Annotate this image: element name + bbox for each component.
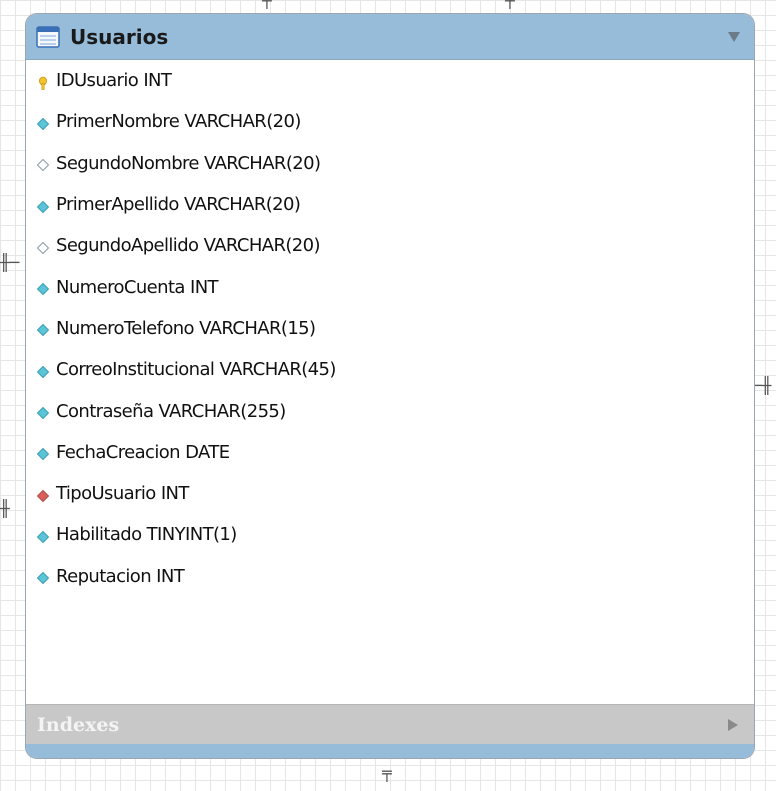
column-notnull-icon: [36, 198, 50, 213]
column-row[interactable]: SegundoNombre VARCHAR(20): [26, 143, 754, 184]
column-type: VARCHAR(20): [203, 235, 321, 257]
column-type: INT: [156, 565, 185, 587]
column-row[interactable]: PrimerNombre VARCHAR(20): [26, 101, 754, 142]
column-name: CorreoInstitucional: [56, 359, 215, 381]
column-name: NumeroCuenta: [56, 276, 185, 298]
column-nullable-icon: [36, 239, 50, 255]
relationship-connector-left-1[interactable]: ╫─: [0, 253, 20, 272]
indexes-section[interactable]: Indexes: [26, 704, 754, 744]
relationship-connector-bottom[interactable]: ╤: [382, 763, 392, 782]
column-type: TINYINT(1): [146, 524, 238, 546]
table-title: Usuarios: [70, 24, 169, 49]
relationship-connector-top-2[interactable]: ╪: [505, 0, 515, 8]
column-row[interactable]: Reputacion INT: [26, 556, 754, 597]
column-notnull-icon: [36, 321, 50, 337]
column-row[interactable]: NumeroCuenta INT: [26, 266, 754, 307]
column-type: VARCHAR(20): [204, 152, 321, 174]
column-name: SegundoApellido: [56, 235, 199, 257]
column-name: NumeroTelefono: [56, 317, 195, 339]
relationship-connector-left-2[interactable]: ╫: [0, 499, 10, 518]
column-name: TipoUsuario: [56, 483, 156, 505]
column-row[interactable]: IDUsuario INT: [26, 60, 754, 101]
column-row[interactable]: SegundoApellido VARCHAR(20): [26, 225, 754, 266]
column-type: VARCHAR(15): [199, 317, 316, 339]
column-type: INT: [189, 276, 219, 298]
column-row[interactable]: PrimerApellido VARCHAR(20): [26, 184, 754, 225]
column-notnull-icon: [36, 404, 50, 420]
column-type: INT: [143, 70, 172, 92]
foreign-key-icon: [36, 487, 50, 502]
table-header[interactable]: Usuarios: [26, 14, 754, 60]
column-row[interactable]: CorreoInstitucional VARCHAR(45): [26, 349, 754, 390]
column-row[interactable]: NumeroTelefono VARCHAR(15): [26, 308, 754, 349]
column-notnull-icon: [36, 363, 50, 378]
indexes-label: Indexes: [37, 713, 120, 736]
column-name: PrimerNombre: [56, 111, 180, 133]
column-type: DATE: [185, 441, 230, 463]
column-name: IDUsuario: [56, 70, 139, 92]
column-type: VARCHAR(255): [158, 400, 287, 422]
table-icon: [36, 25, 60, 48]
relationship-connector-right[interactable]: ─╫: [752, 376, 772, 395]
expand-arrow-icon[interactable]: [726, 717, 740, 733]
column-notnull-icon: [36, 115, 50, 131]
table-footer: [26, 744, 754, 758]
column-name: FechaCreacion: [56, 441, 181, 463]
column-type: VARCHAR(45): [219, 359, 336, 381]
column-name: PrimerApellido: [56, 194, 179, 216]
column-notnull-icon: [36, 569, 50, 585]
column-row[interactable]: Contraseña VARCHAR(255): [26, 390, 754, 431]
column-name: SegundoNombre: [56, 152, 200, 174]
column-type: INT: [160, 483, 190, 505]
column-name: Reputacion: [56, 565, 152, 587]
collapse-arrow-icon[interactable]: [726, 30, 742, 44]
key-icon: [36, 74, 50, 90]
column-nullable-icon: [36, 156, 50, 172]
column-type: VARCHAR(20): [184, 111, 301, 133]
column-name: Habilitado: [56, 524, 142, 546]
column-row[interactable]: Habilitado TINYINT(1): [26, 514, 754, 555]
column-name: Contraseña: [56, 400, 154, 422]
column-notnull-icon: [36, 528, 50, 544]
column-row[interactable]: TipoUsuario INT: [26, 473, 754, 514]
relationship-connector-top-1[interactable]: ╪: [262, 0, 272, 8]
column-notnull-icon: [36, 445, 50, 461]
column-type: VARCHAR(20): [183, 194, 301, 216]
column-row[interactable]: FechaCreacion DATE: [26, 432, 754, 473]
column-notnull-icon: [36, 280, 50, 296]
